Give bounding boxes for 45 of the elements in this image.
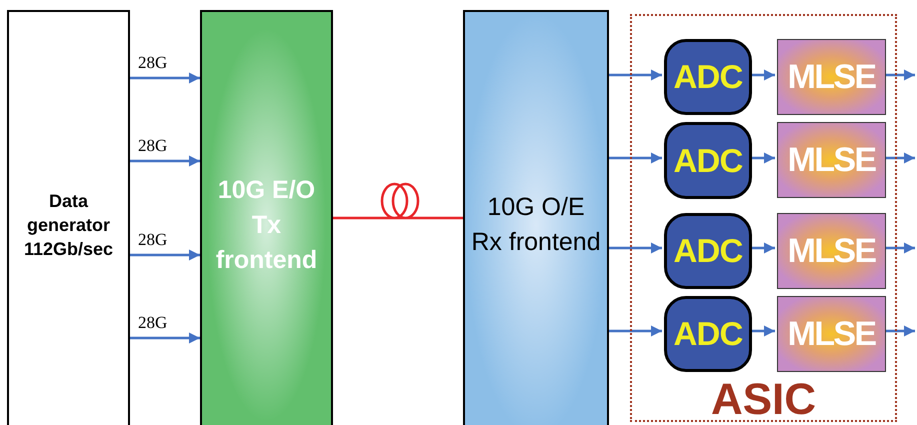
arrow	[750, 152, 775, 164]
arrow	[609, 152, 662, 164]
block-label: MLSE	[788, 140, 876, 180]
edge-label: 28G	[138, 313, 168, 333]
edge-label: 28G	[138, 53, 168, 73]
arrow	[609, 242, 662, 254]
arrow	[884, 325, 915, 337]
block-label: ADC	[673, 140, 743, 181]
transmitter-block	[200, 10, 333, 425]
adc-block	[664, 122, 752, 199]
arrow	[884, 69, 915, 81]
arrow	[750, 242, 775, 254]
block-label: 10G E/O Tx frontend	[214, 174, 318, 276]
mlse-block	[777, 122, 886, 198]
arrow	[750, 325, 775, 337]
block-label: Data generator 112Gb/sec	[22, 190, 114, 261]
adc-block	[664, 213, 752, 289]
receiver-block	[463, 10, 609, 425]
arrow	[884, 152, 915, 164]
adc-block	[664, 296, 752, 372]
arrow	[130, 155, 200, 167]
mlse-block	[777, 213, 886, 289]
arrow	[130, 332, 200, 344]
arrow	[609, 69, 662, 81]
fiber-link	[332, 182, 464, 220]
block-label: ADC	[673, 231, 743, 272]
asic-boundary	[630, 14, 897, 422]
arrow	[609, 325, 662, 337]
block-label: 10G O/E Rx frontend	[470, 192, 602, 258]
adc-block	[664, 39, 752, 115]
block-label: ADC	[673, 57, 743, 98]
arrow	[750, 69, 775, 81]
data-generator-block	[7, 10, 130, 425]
arrow	[130, 72, 200, 84]
arrow	[884, 242, 915, 254]
block-label: MLSE	[788, 56, 876, 98]
block-label: MLSE	[788, 314, 876, 354]
arrow	[130, 249, 200, 261]
edge-label: 28G	[138, 230, 168, 250]
block-label: MLSE	[788, 230, 876, 272]
mlse-block	[777, 296, 886, 372]
block-label: ADC	[673, 314, 743, 354]
mlse-block	[777, 39, 886, 115]
edge-label: 28G	[138, 136, 168, 156]
asic-label: ASIC	[710, 376, 818, 424]
